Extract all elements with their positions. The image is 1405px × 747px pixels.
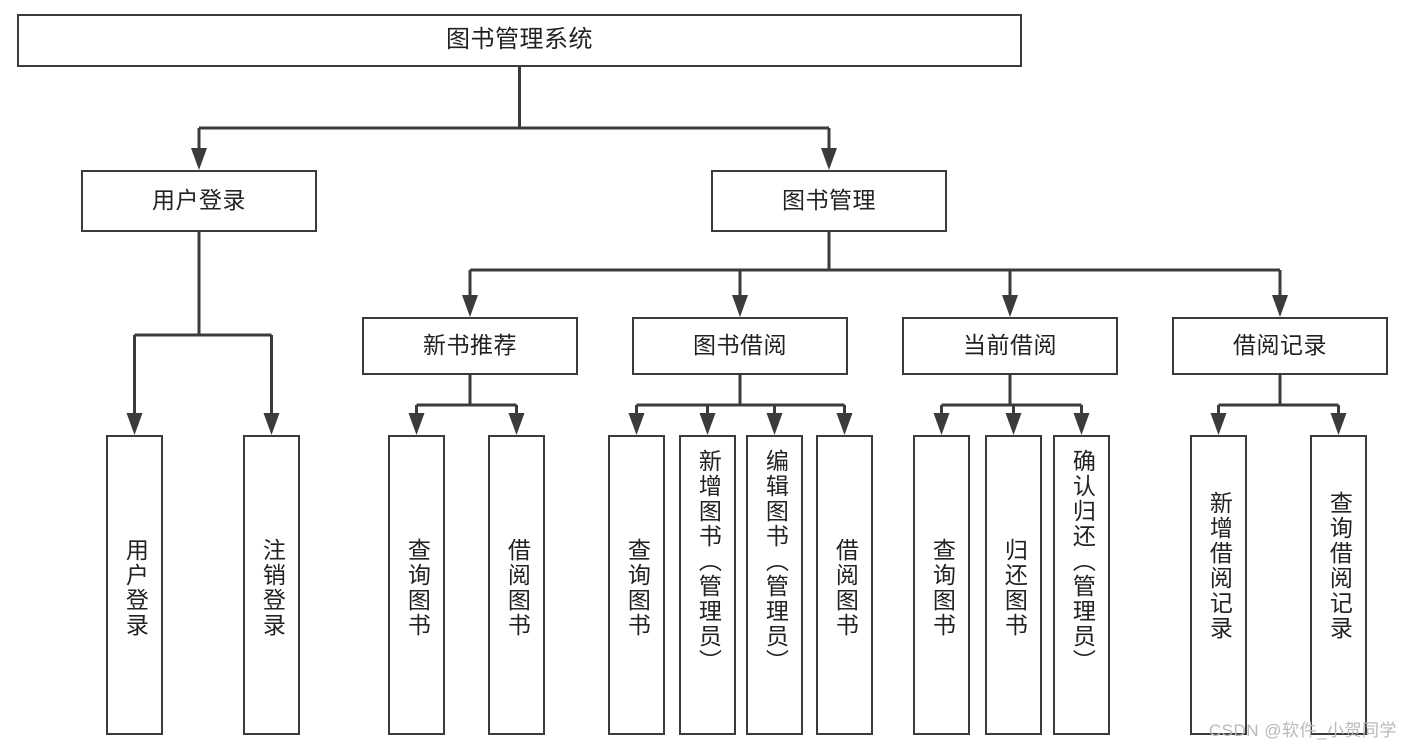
node-label: 查询图书 (404, 538, 431, 638)
node-leaf-add-record[interactable]: 新增借阅记录 (1190, 435, 1247, 735)
node-leaf-user-logout[interactable]: 注销登录 (243, 435, 300, 735)
node-leaf-edit-book[interactable]: 编辑图书（管理员） (746, 435, 803, 735)
node-book-manage[interactable]: 图书管理 (711, 170, 947, 232)
node-leaf-query-book-1[interactable]: 查询图书 (388, 435, 445, 735)
node-book-borrow[interactable]: 图书借阅 (632, 317, 848, 375)
node-label: 新书推荐 (423, 332, 517, 359)
node-current-borrow[interactable]: 当前借阅 (902, 317, 1118, 375)
node-label: 图书管理系统 (446, 26, 593, 54)
node-label: 查询图书 (929, 538, 956, 638)
node-new-book-rec[interactable]: 新书推荐 (362, 317, 578, 375)
node-borrow-record[interactable]: 借阅记录 (1172, 317, 1388, 375)
node-label: 图书管理 (782, 187, 876, 214)
node-label: 确认归还（管理员） (1069, 449, 1096, 674)
node-leaf-borrow-book-1[interactable]: 借阅图书 (488, 435, 545, 735)
node-label: 用户登录 (122, 538, 149, 638)
node-label: 新增借阅记录 (1206, 491, 1233, 641)
node-leaf-query-book-3[interactable]: 查询图书 (913, 435, 970, 735)
node-label: 当前借阅 (963, 332, 1057, 359)
node-label: 查询图书 (624, 538, 651, 638)
node-label: 用户登录 (152, 187, 246, 214)
node-leaf-add-book[interactable]: 新增图书（管理员） (679, 435, 736, 735)
node-label: 借阅记录 (1233, 332, 1327, 359)
node-leaf-query-book-2[interactable]: 查询图书 (608, 435, 665, 735)
node-root[interactable]: 图书管理系统 (17, 14, 1022, 67)
node-leaf-borrow-book-2[interactable]: 借阅图书 (816, 435, 873, 735)
node-leaf-query-record[interactable]: 查询借阅记录 (1310, 435, 1367, 735)
node-label: 新增图书（管理员） (695, 449, 722, 674)
node-label: 归还图书 (1001, 538, 1028, 638)
node-label: 图书借阅 (693, 332, 787, 359)
watermark-text: CSDN @软件_小贺同学 (1208, 721, 1397, 740)
node-label: 编辑图书（管理员） (762, 449, 789, 674)
node-label: 借阅图书 (504, 538, 531, 638)
node-leaf-confirm-return[interactable]: 确认归还（管理员） (1053, 435, 1110, 735)
node-leaf-return-book[interactable]: 归还图书 (985, 435, 1042, 735)
node-user-login[interactable]: 用户登录 (81, 170, 317, 232)
node-leaf-user-login[interactable]: 用户登录 (106, 435, 163, 735)
node-label: 查询借阅记录 (1326, 491, 1353, 641)
node-label: 注销登录 (259, 538, 286, 638)
node-label: 借阅图书 (832, 538, 859, 638)
